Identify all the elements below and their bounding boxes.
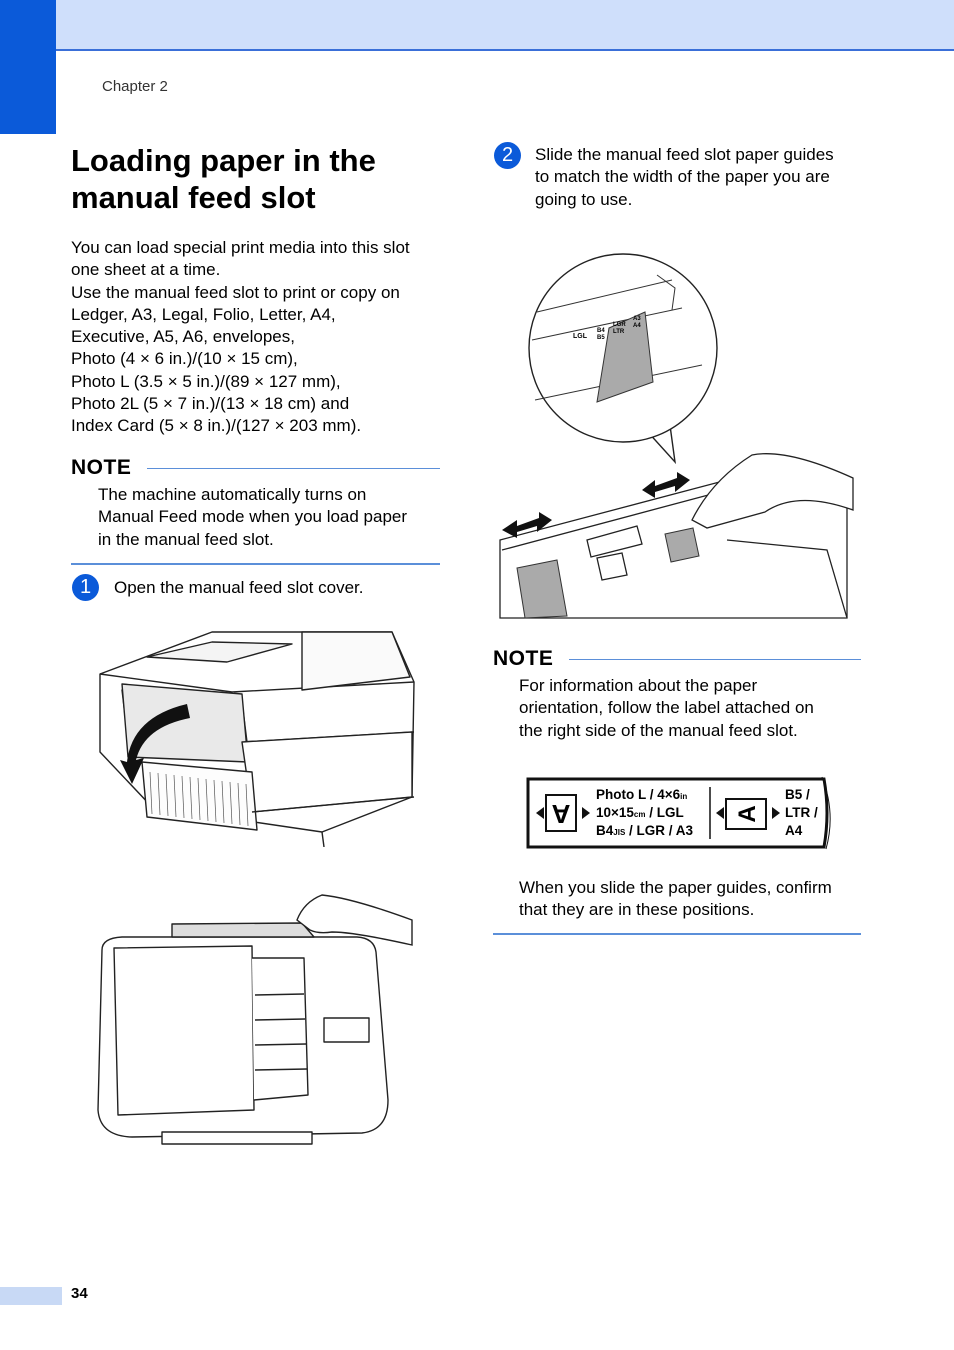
note-box: NOTE For information about the paper ori… bbox=[493, 647, 861, 936]
printer-top-view-figure bbox=[97, 894, 413, 1145]
paper-orientation-label: A Photo L / 4×6in 10×15cm / LGL B4JIS / … bbox=[526, 776, 831, 850]
guide-tag: LGL bbox=[573, 333, 588, 340]
paper-guides-figure: LGL B4 B5 LGR LTR A3 A4 bbox=[499, 253, 854, 619]
page-number: 34 bbox=[71, 1285, 88, 1302]
note-line: orientation, follow the label attached o… bbox=[519, 698, 814, 718]
guide-tag: LGR bbox=[613, 322, 626, 328]
section-title: Loading paper in the manual feed slot bbox=[71, 143, 376, 215]
rotate-arrow-icon bbox=[120, 704, 190, 784]
note-rule bbox=[147, 467, 440, 469]
label-unit: in bbox=[680, 792, 687, 801]
svg-text:10×15cm / LGL: 10×15cm / LGL bbox=[596, 805, 684, 820]
note-title: NOTE bbox=[493, 647, 554, 670]
step-line: to match the width of the paper you are bbox=[535, 167, 830, 187]
arrow-left-icon bbox=[772, 806, 780, 819]
step-2: 2 Slide the manual feed slot paper guide… bbox=[494, 142, 834, 211]
label-text: A4 bbox=[785, 823, 803, 838]
label-text: / LGL bbox=[645, 805, 683, 820]
hand-icon bbox=[691, 453, 854, 529]
intro-line: Ledger, A3, Legal, Folio, Letter, A4, bbox=[71, 304, 336, 324]
double-arrow-icon bbox=[502, 512, 552, 538]
step-line: Slide the manual feed slot paper guides bbox=[535, 145, 834, 164]
chapter-tab bbox=[0, 0, 56, 134]
note-line: When you slide the paper guides, confirm bbox=[519, 877, 832, 897]
intro-line: Photo L (3.5 × 5 in.)/(89 × 127 mm), bbox=[71, 371, 341, 391]
step-text: Slide the manual feed slot paper guides … bbox=[535, 144, 834, 211]
label-unit: cm bbox=[634, 810, 646, 819]
note-line: For information about the paper bbox=[519, 676, 758, 695]
note-line: the right side of the manual feed slot. bbox=[519, 720, 798, 740]
intro-line: Index Card (5 × 8 in.)/(127 × 203 mm). bbox=[71, 416, 362, 436]
note-line: that they are in these positions. bbox=[519, 900, 755, 920]
paper-glyph: A bbox=[734, 805, 761, 822]
label-text: B4 bbox=[596, 823, 614, 838]
intro-line: Use the manual feed slot to print or cop… bbox=[71, 282, 400, 302]
arrow-left-icon bbox=[582, 806, 590, 819]
svg-text:B4JIS / LGR / A3: B4JIS / LGR / A3 bbox=[596, 823, 694, 838]
step-number-badge: 1 bbox=[72, 574, 99, 601]
intro-paragraph: You can load special print media into th… bbox=[71, 237, 443, 438]
note-bottom-rule bbox=[493, 933, 861, 936]
intro-line: You can load special print media into th… bbox=[71, 238, 410, 257]
note-line: The machine automatically turns on bbox=[98, 485, 367, 504]
intro-line: one sheet at a time. bbox=[71, 260, 221, 280]
note-header: NOTE bbox=[493, 647, 861, 671]
guide-slider bbox=[596, 311, 654, 403]
label-unit: JIS bbox=[613, 828, 626, 837]
guide-tag: B4 bbox=[597, 328, 605, 334]
hand-icon bbox=[296, 894, 413, 946]
printer-open-cover-figure bbox=[99, 631, 415, 847]
double-arrow-icon bbox=[642, 472, 690, 498]
step-text: Open the manual feed slot cover. bbox=[114, 578, 364, 597]
label-text: 10×15 bbox=[596, 805, 634, 820]
guide-tag: LTR bbox=[613, 329, 625, 335]
intro-line: Photo (4 × 6 in.)/(10 × 15 cm), bbox=[71, 349, 298, 369]
step-1: 1 Open the manual feed slot cover. bbox=[72, 574, 364, 601]
intro-line: Photo 2L (5 × 7 in.)/(13 × 18 cm) and bbox=[71, 394, 350, 414]
paper-glyph: A bbox=[551, 799, 570, 829]
note-rule bbox=[569, 658, 861, 660]
guide-tag: B5 bbox=[597, 335, 605, 341]
step-line: going to use. bbox=[535, 189, 633, 209]
note-header: NOTE bbox=[71, 456, 440, 480]
note-line: in the manual feed slot. bbox=[98, 529, 274, 549]
note-body: When you slide the paper guides, confirm… bbox=[519, 877, 861, 922]
page-number-bar bbox=[0, 1287, 62, 1305]
note-title: NOTE bbox=[71, 456, 132, 479]
label-text: LTR / bbox=[785, 805, 818, 820]
label-text: Photo L / 4×6 bbox=[596, 787, 681, 802]
guide-tag: A3 bbox=[633, 316, 641, 322]
note-bottom-rule bbox=[71, 562, 440, 565]
note-line: Manual Feed mode when you load paper bbox=[98, 507, 408, 527]
label-text: / LGR / A3 bbox=[625, 823, 693, 838]
chapter-label: Chapter 2 bbox=[102, 78, 168, 95]
note-body: For information about the paper orientat… bbox=[519, 675, 861, 742]
header-band bbox=[0, 0, 954, 51]
guide-tag: A4 bbox=[633, 323, 641, 329]
svg-text:Photo L / 4×6in: Photo L / 4×6in bbox=[596, 787, 687, 802]
note-box: NOTE The machine automatically turns on … bbox=[71, 456, 440, 565]
label-text: B5 / bbox=[785, 787, 810, 802]
note-body: The machine automatically turns on Manua… bbox=[98, 484, 440, 551]
step-number-badge: 2 bbox=[494, 142, 521, 169]
arrow-right-icon bbox=[716, 806, 724, 819]
arrow-right-icon bbox=[536, 806, 544, 819]
intro-line: Executive, A5, A6, envelopes, bbox=[71, 327, 295, 347]
